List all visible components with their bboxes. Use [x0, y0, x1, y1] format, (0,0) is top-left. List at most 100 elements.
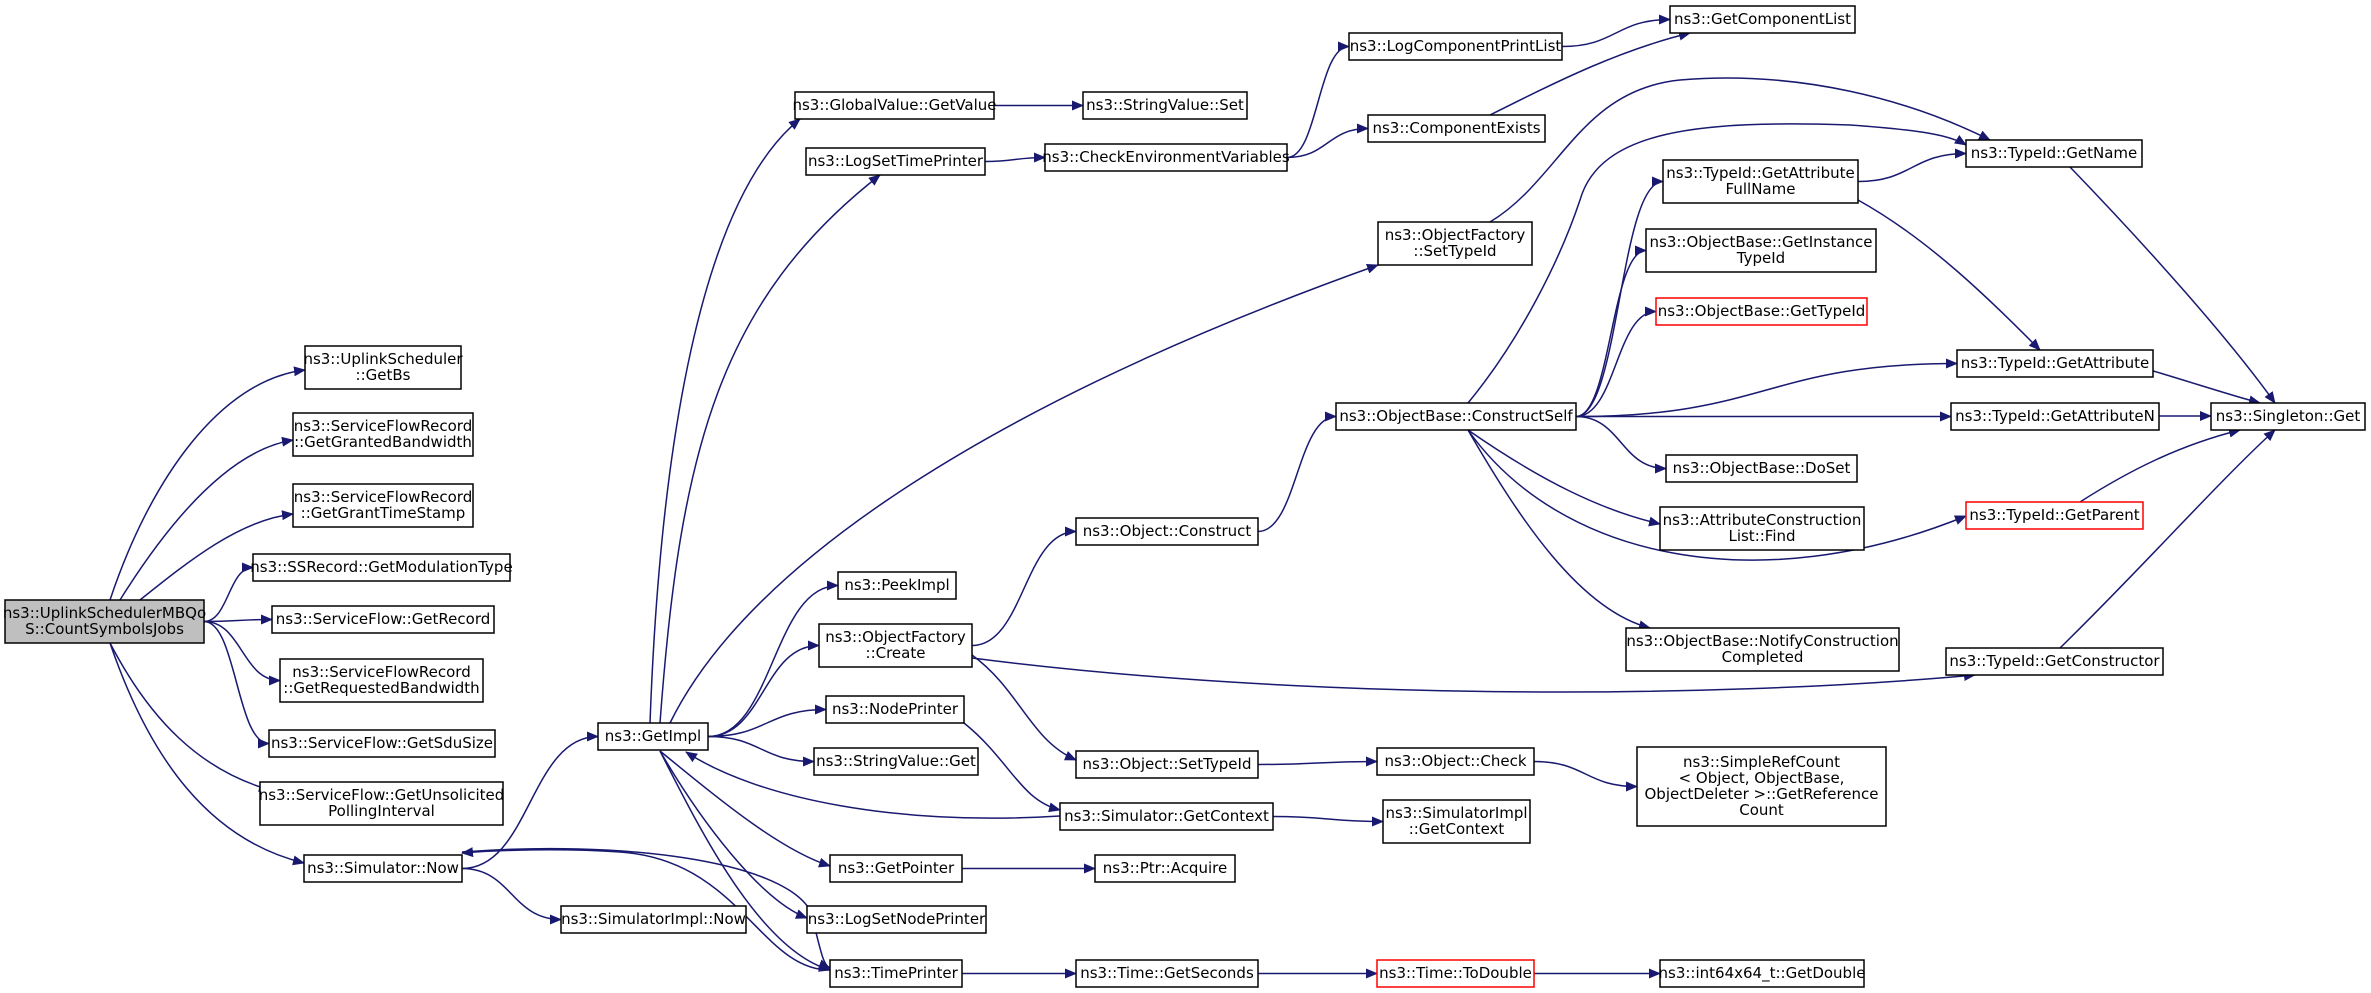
node-obdoset[interactable]: ns3::ObjectBase::DoSet	[1665, 454, 1858, 483]
node-label: ns3::ServiceFlow::GetRecord	[276, 610, 491, 628]
node-reqbw[interactable]: ns3::ServiceFlowRecord::GetRequestedBand…	[279, 658, 484, 703]
node-box	[271, 605, 495, 634]
node-box	[1075, 959, 1259, 988]
node-granttimestamp[interactable]: ns3::ServiceFlowRecord::GetGrantTimeStam…	[292, 483, 474, 528]
node-box	[252, 553, 511, 582]
node-label: ns3::Simulator::Now	[307, 859, 459, 877]
edge-simnow-to-timeprinter	[461, 847, 831, 969]
node-timegetseconds[interactable]: ns3::Time::GetSeconds	[1075, 959, 1259, 988]
edge-tidgetattribute-to-singletonget	[2149, 369, 2261, 406]
node-box	[829, 854, 963, 883]
node-box	[1382, 799, 1531, 844]
node-int64getdouble[interactable]: ns3::int64x64_t::GetDouble	[1659, 959, 1866, 988]
node-label: ns3::LogSetTimePrinter	[808, 152, 984, 170]
node-nodeprinter[interactable]: ns3::NodePrinter	[825, 695, 965, 724]
node-stringvalueget[interactable]: ns3::StringValue::Get	[813, 747, 979, 776]
nodes-layer: ns3::UplinkSchedulerMBQoS::CountSymbolsJ…	[3, 5, 2366, 988]
node-objcheck[interactable]: ns3::Object::Check	[1376, 747, 1535, 776]
node-logsetnodeprinter[interactable]: ns3::LogSetNodePrinter	[806, 905, 987, 934]
node-obnotifyconstruction[interactable]: ns3::ObjectBase::NotifyConstructionCompl…	[1625, 627, 1900, 672]
node-getmodtype[interactable]: ns3::SSRecord::GetModulationType	[250, 553, 513, 582]
edge-getimpl-to-logsetnodeprinter	[659, 750, 808, 919]
edge-objsettypeid-to-objcheck	[1257, 756, 1378, 767]
node-objsettypeid[interactable]: ns3::Object::SetTypeId	[1075, 750, 1259, 779]
node-ofsettypeid[interactable]: ns3::ObjectFactory::SetTypeId	[1377, 221, 1533, 266]
node-gvgetvalue[interactable]: ns3::GlobalValue::GetValue	[792, 91, 997, 120]
node-label: ns3::ServiceFlow::GetUnsolicited	[259, 786, 505, 804]
node-getcomplist[interactable]: ns3::GetComponentList	[1669, 5, 1856, 34]
node-simimplnow[interactable]: ns3::SimulatorImpl::Now	[560, 905, 747, 934]
node-label: ::GetBs	[356, 366, 411, 384]
node-label: ns3::StringValue::Set	[1086, 96, 1244, 114]
node-root[interactable]: ns3::UplinkSchedulerMBQoS::CountSymbolsJ…	[3, 599, 206, 644]
edge-getimpl-to-gvgetvalue	[649, 118, 801, 724]
edge-tidgetconstructor-to-singletonget	[2059, 429, 2276, 649]
node-checkenv[interactable]: ns3::CheckEnvironmentVariables	[1042, 143, 1290, 172]
node-label: ns3::ServiceFlow::GetSduSize	[271, 734, 493, 752]
node-box	[1376, 747, 1535, 776]
node-tidgetconstructor[interactable]: ns3::TypeId::GetConstructor	[1945, 647, 2164, 676]
node-obgettypeid[interactable]: ns3::ObjectBase::GetTypeId	[1655, 297, 1868, 326]
node-getimpl[interactable]: ns3::GetImpl	[597, 722, 709, 751]
node-box	[1956, 349, 2154, 378]
node-label: ns3::ComponentExists	[1372, 119, 1540, 137]
node-label: ns3::LogSetNodePrinter	[808, 910, 986, 928]
node-simgetcontext[interactable]: ns3::Simulator::GetContext	[1059, 802, 1274, 831]
node-timeprinter[interactable]: ns3::TimePrinter	[829, 959, 963, 988]
node-box	[805, 147, 986, 176]
node-sdusize[interactable]: ns3::ServiceFlow::GetSduSize	[268, 729, 496, 758]
edge-checkenv-to-logcompprintlist	[1286, 41, 1350, 159]
node-objconstruct[interactable]: ns3::Object::Construct	[1075, 517, 1259, 546]
edge-simgetcontext-to-getimpl	[685, 751, 1061, 819]
node-box	[1094, 854, 1236, 883]
node-ofcreate[interactable]: ns3::ObjectFactory::Create	[818, 623, 973, 668]
node-constructself[interactable]: ns3::ObjectBase::ConstructSelf	[1335, 402, 1577, 431]
node-grantedbw[interactable]: ns3::ServiceFlowRecord::GetGrantedBandwi…	[292, 412, 474, 457]
node-getbs[interactable]: ns3::UplinkScheduler::GetBs	[303, 345, 463, 390]
node-label: Completed	[1722, 648, 1804, 666]
node-label: ns3::Object::Construct	[1083, 522, 1252, 540]
node-tidgetname[interactable]: ns3::TypeId::GetName	[1965, 139, 2143, 168]
node-getrecord[interactable]: ns3::ServiceFlow::GetRecord	[271, 605, 495, 634]
edge-constructself-to-obdoset	[1575, 415, 1667, 474]
node-label: List::Find	[1728, 527, 1795, 545]
node-box	[1665, 454, 1858, 483]
edge-root-to-getbs	[109, 366, 306, 601]
node-singletonget[interactable]: ns3::Singleton::Get	[2210, 402, 2366, 431]
node-unsolicited[interactable]: ns3::ServiceFlow::GetUnsolicitedPollingI…	[259, 781, 505, 826]
node-tidgetattrn[interactable]: ns3::TypeId::GetAttributeN	[1950, 402, 2160, 431]
node-getpointer[interactable]: ns3::GetPointer	[829, 854, 963, 883]
node-simnow[interactable]: ns3::Simulator::Now	[303, 854, 463, 883]
node-tidgetattribute[interactable]: ns3::TypeId::GetAttribute	[1956, 349, 2154, 378]
node-ptracquire[interactable]: ns3::Ptr::Acquire	[1094, 854, 1236, 883]
node-box	[304, 345, 462, 390]
edge-constructself-to-obnotifyconstruction	[1467, 429, 1651, 631]
node-box	[1377, 221, 1533, 266]
node-box	[1075, 517, 1259, 546]
node-label: ns3::ObjectBase::GetInstance	[1650, 233, 1873, 251]
node-timetodouble[interactable]: ns3::Time::ToDouble	[1376, 959, 1535, 988]
node-logcompprintlist[interactable]: ns3::LogComponentPrintList	[1348, 32, 1563, 61]
edge-root-to-getmodtype	[203, 562, 254, 623]
node-logsettimeprinter[interactable]: ns3::LogSetTimePrinter	[805, 147, 986, 176]
node-simplerefcount[interactable]: ns3::SimpleRefCount< Object, ObjectBase,…	[1636, 746, 1887, 827]
node-label: ns3::CheckEnvironmentVariables	[1042, 148, 1290, 166]
node-tidgetparent[interactable]: ns3::TypeId::GetParent	[1965, 501, 2144, 530]
edge-checkenv-to-compexists	[1286, 123, 1369, 159]
node-label: ns3::GetComponentList	[1674, 10, 1851, 28]
node-box	[1655, 297, 1868, 326]
node-label: ns3::AttributeConstruction	[1663, 511, 1862, 529]
node-peekimpl[interactable]: ns3::PeekImpl	[837, 571, 957, 600]
edge-tidgetparent-to-singletonget	[2079, 427, 2241, 503]
node-stringvalueset[interactable]: ns3::StringValue::Set	[1082, 91, 1248, 120]
node-simimplgetcontext[interactable]: ns3::SimulatorImpl::GetContext	[1382, 799, 1531, 844]
node-label: ns3::SimulatorImpl	[1385, 804, 1527, 822]
edges-layer	[109, 14, 2276, 979]
node-box	[4, 599, 205, 644]
node-box	[806, 905, 987, 934]
node-compexists[interactable]: ns3::ComponentExists	[1367, 114, 1546, 143]
edge-getimpl-to-getpointer	[659, 750, 831, 868]
